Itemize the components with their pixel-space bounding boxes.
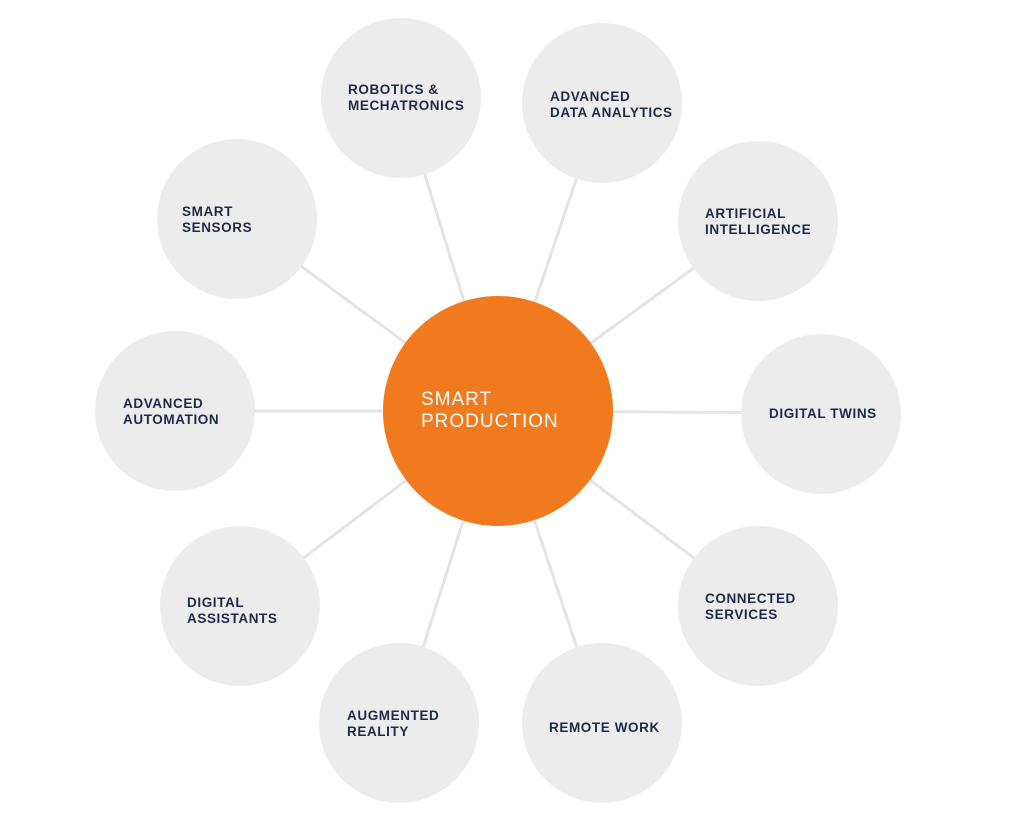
node-connected-services: CONNECTED SERVICES [678, 526, 838, 686]
node-label-digital-twins: DIGITAL TWINS [769, 406, 877, 421]
node-robotics-mechatronics: ROBOTICS & MECHATRONICS [321, 18, 481, 178]
node-label-connected-services: CONNECTED SERVICES [705, 591, 796, 622]
node-advanced-data-analytics: ADVANCED DATA ANALYTICS [522, 23, 682, 183]
center-label: SMART PRODUCTION [421, 389, 559, 432]
node-label-augmented-reality: AUGMENTED REALITY [347, 708, 440, 739]
node-remote-work: REMOTE WORK [522, 643, 682, 803]
node-smart-sensors: SMART SENSORS [157, 139, 317, 299]
node-label-remote-work: REMOTE WORK [549, 720, 660, 735]
center-node-smart-production: SMART PRODUCTION [383, 296, 613, 526]
node-digital-twins: DIGITAL TWINS [741, 334, 901, 494]
node-label-smart-sensors: SMART SENSORS [182, 204, 253, 235]
node-digital-assistants: DIGITAL ASSISTANTS [160, 526, 320, 686]
node-artificial-intelligence: ARTIFICIAL INTELLIGENCE [678, 141, 838, 301]
node-label-artificial-intelligence: ARTIFICIAL INTELLIGENCE [705, 206, 812, 237]
node-label-robotics-mechatronics: ROBOTICS & MECHATRONICS [348, 82, 465, 113]
node-label-digital-assistants: DIGITAL ASSISTANTS [187, 595, 278, 626]
node-augmented-reality: AUGMENTED REALITY [319, 643, 479, 803]
node-label-advanced-automation: ADVANCED AUTOMATION [123, 396, 220, 427]
node-label-advanced-data-analytics: ADVANCED DATA ANALYTICS [550, 89, 673, 120]
node-advanced-automation: ADVANCED AUTOMATION [95, 331, 255, 491]
